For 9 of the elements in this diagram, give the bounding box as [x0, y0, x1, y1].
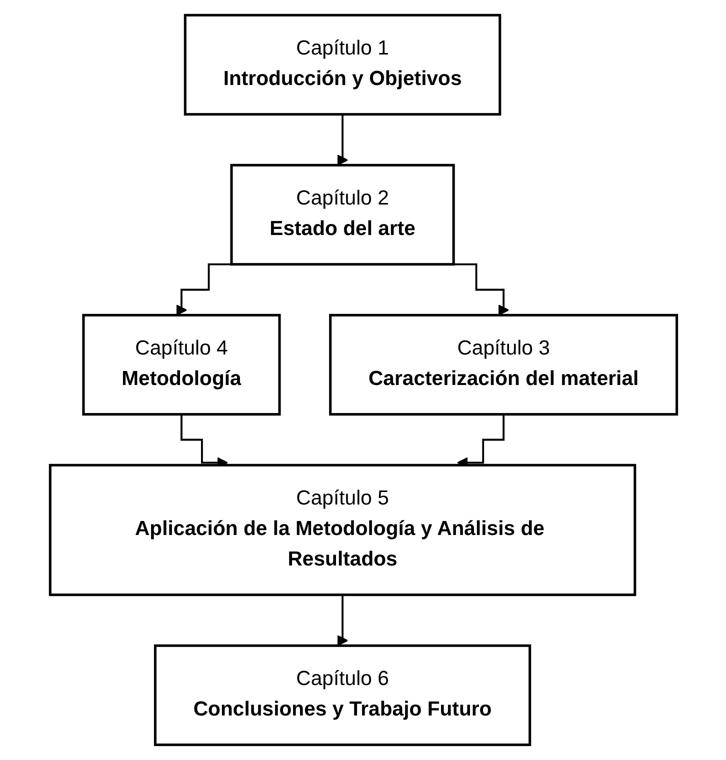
node-box	[153, 644, 531, 746]
arrow	[336, 594, 348, 646]
node-box	[328, 314, 678, 416]
node-box	[230, 164, 454, 266]
node-box	[183, 14, 501, 116]
arrow	[336, 113, 348, 166]
node-box	[48, 464, 636, 596]
node-box	[82, 314, 280, 416]
flowchart-diagram: Capítulo 1 Introducción y Objetivos Capítulo 2 Estado del arte Capítulo 4 Metodología Capítulo 3 Caracterización del material Capítulo 5 Aplicación de la Metodología y Análisis de Resultados Capítulo 6 Conclusiones y Trabajo Futuro	[40, 5, 686, 755]
